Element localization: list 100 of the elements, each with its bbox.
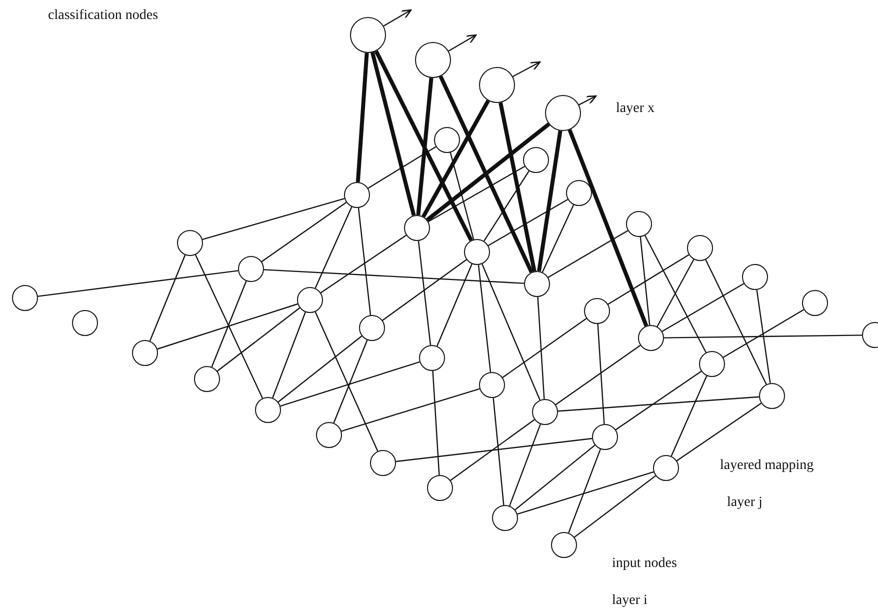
connection-line — [264, 269, 524, 284]
connection-line — [211, 280, 247, 368]
connection-line — [436, 264, 472, 346]
connection-line — [416, 78, 434, 216]
node-circle — [12, 285, 38, 311]
connection-line — [261, 202, 347, 262]
connection-line — [426, 122, 550, 222]
connection-line — [615, 370, 702, 430]
connection-line — [498, 102, 536, 272]
node-circle — [359, 315, 385, 341]
node-circle — [238, 256, 264, 282]
arrow — [512, 61, 541, 78]
node-circle — [551, 532, 577, 558]
node-circle — [626, 211, 652, 237]
connection-line — [280, 361, 420, 407]
connection-line — [676, 402, 762, 462]
arrow — [448, 34, 477, 52]
connection-line — [38, 270, 238, 297]
connection-line — [194, 254, 264, 398]
connection-line — [656, 259, 694, 327]
connection-line — [664, 334, 862, 338]
connection-line — [314, 206, 352, 288]
node-circle — [742, 264, 768, 290]
node-circle — [434, 127, 460, 153]
node-circle — [479, 372, 505, 398]
node-circle — [638, 325, 664, 351]
node-circle — [415, 42, 451, 78]
connection-line — [368, 146, 436, 189]
connection-line — [428, 166, 525, 222]
connection-line — [418, 240, 432, 346]
layer-label: layer i — [612, 593, 648, 609]
node-circle — [545, 95, 581, 131]
connection-line — [382, 259, 467, 321]
node-circle — [532, 399, 558, 425]
connection-line — [157, 303, 298, 350]
connection-line — [341, 388, 480, 432]
connection-line — [356, 52, 369, 182]
connection-line — [548, 230, 628, 278]
connection-line — [662, 283, 744, 332]
connection-line — [537, 130, 562, 272]
connection-line — [558, 396, 760, 412]
node-circle — [316, 422, 342, 448]
node-circle — [759, 383, 785, 409]
connection-line — [517, 471, 654, 515]
connection-line — [438, 75, 534, 274]
connection-line — [574, 475, 656, 538]
connection-line — [333, 340, 368, 424]
connection-line — [568, 129, 648, 327]
connection-line — [422, 100, 490, 218]
node-circle — [404, 215, 430, 241]
connection-line — [149, 254, 186, 342]
connection-line — [320, 234, 407, 294]
node-circle — [177, 230, 203, 256]
node-circle — [699, 351, 725, 377]
arrow — [383, 9, 412, 27]
connection-line — [374, 50, 473, 242]
node-circle — [492, 505, 518, 531]
connection-line — [478, 264, 492, 372]
connection-line — [450, 419, 535, 481]
node-circle — [523, 147, 549, 173]
layer-label: layered mapping — [720, 458, 814, 474]
connection-line — [482, 264, 540, 400]
node-circle — [350, 17, 386, 53]
connection-line — [670, 376, 708, 456]
node-circle — [132, 340, 158, 366]
connection-line — [509, 424, 541, 506]
node-circle — [370, 450, 396, 476]
node-circle — [584, 298, 610, 324]
connection-line — [202, 198, 345, 240]
connection-line — [597, 324, 605, 424]
connection-line — [640, 236, 650, 326]
node-circle — [687, 235, 713, 261]
layer-label: input nodes — [612, 556, 677, 572]
node-circle — [255, 397, 281, 423]
node-circle — [344, 182, 370, 208]
connection-line — [314, 312, 378, 452]
node-circle — [653, 455, 679, 481]
node-circle — [419, 345, 445, 371]
connection-line — [216, 307, 300, 372]
connection-line — [756, 290, 771, 384]
connection-line — [644, 235, 707, 353]
connection-line — [705, 259, 767, 385]
layer-label: layer j — [727, 495, 762, 511]
connection-line — [396, 438, 592, 462]
connection-line — [432, 370, 440, 476]
connection-line — [370, 52, 416, 216]
connection-line — [358, 208, 372, 316]
node-circle — [297, 287, 323, 313]
connection-line — [492, 398, 504, 506]
arrow — [578, 95, 597, 106]
node-circle — [802, 290, 828, 316]
connection-line — [514, 444, 596, 510]
connection-line — [502, 318, 587, 378]
node-circle — [524, 271, 550, 297]
node-circle — [427, 475, 453, 501]
connection-line — [722, 309, 804, 358]
connection-line — [542, 204, 574, 272]
node-circle — [479, 67, 515, 103]
connection-line — [568, 448, 601, 534]
connection-line — [555, 344, 641, 406]
